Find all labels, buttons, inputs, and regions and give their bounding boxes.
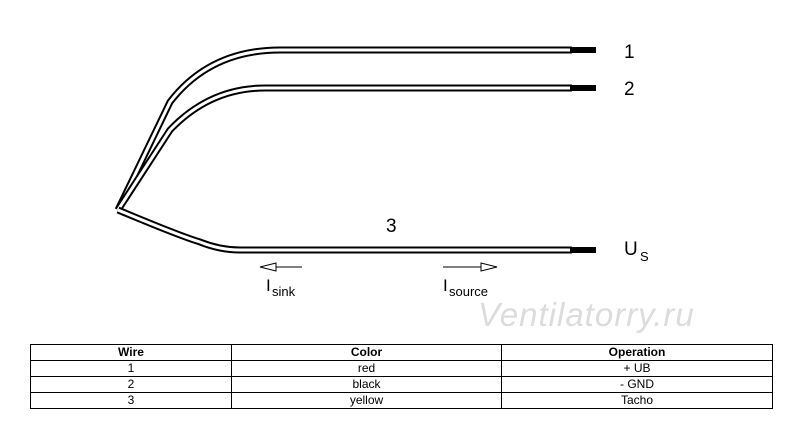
table-row: 3 yellow Tacho — [30, 392, 773, 409]
wire-1 — [114, 46, 596, 212]
cell-color: black — [231, 376, 502, 393]
isink-arrow — [259, 262, 302, 272]
wire-2 — [115, 84, 596, 212]
cell-wire: 2 — [30, 376, 232, 393]
cell-wire: 1 — [30, 360, 232, 377]
watermark: Ventilatorry.ru — [478, 296, 695, 333]
isource-label: I — [443, 276, 448, 295]
header-operation: Operation — [501, 344, 773, 361]
cell-color: yellow — [231, 392, 502, 409]
wire-table: Wire Color Operation 1 red + UB 2 black … — [30, 344, 773, 409]
header-wire: Wire — [30, 344, 232, 361]
wire-label-1: 1 — [624, 42, 635, 63]
cell-operation: - GND — [501, 376, 773, 393]
table-header-row: Wire Color Operation — [30, 344, 773, 361]
table-row: 2 black - GND — [30, 376, 773, 393]
table-row: 1 red + UB — [30, 360, 773, 377]
cell-color: red — [231, 360, 502, 377]
cell-wire: 3 — [30, 392, 232, 409]
wiring-diagram: 1 2 3 U S I sink I source — [114, 42, 649, 299]
us-subscript: S — [640, 249, 649, 264]
wire-3 — [116, 206, 596, 254]
us-label: U — [624, 239, 638, 260]
wire-label-2: 2 — [624, 79, 635, 100]
isource-subscript: source — [449, 284, 488, 299]
isink-label: I — [266, 276, 271, 295]
isink-subscript: sink — [272, 284, 296, 299]
wire-label-3: 3 — [386, 216, 397, 237]
cell-operation: Tacho — [501, 392, 773, 409]
isource-arrow — [443, 262, 498, 272]
header-color: Color — [231, 344, 502, 361]
cell-operation: + UB — [501, 360, 773, 377]
